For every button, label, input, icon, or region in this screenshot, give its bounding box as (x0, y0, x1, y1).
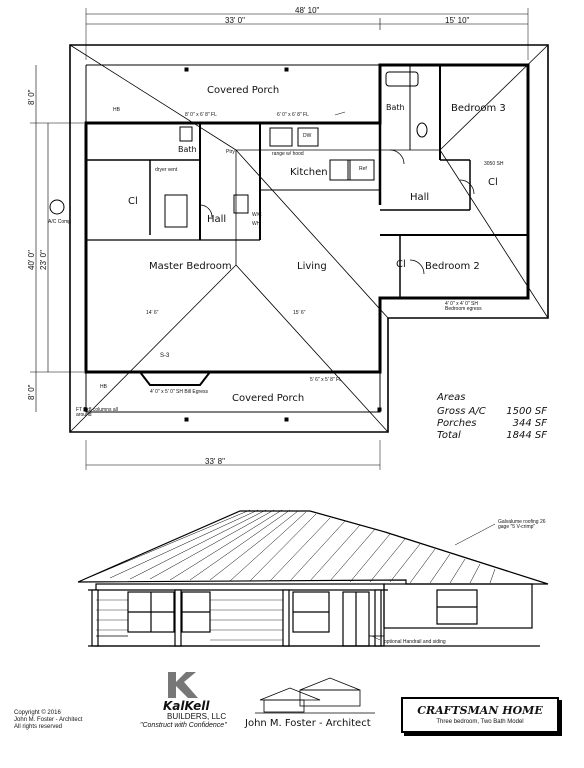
elevation-roof (77, 510, 549, 585)
room-closet-right: Cl (488, 177, 498, 188)
note-s3: S-3 (160, 353, 170, 359)
brand-name: KalKell (163, 699, 210, 713)
dim-left-side-bottom: 8' 0" (27, 384, 36, 401)
room-living: Living (297, 261, 327, 272)
dim-left-side-mid2: 23' 0" (39, 250, 48, 270)
dim-overall-top: 48' 10" (295, 6, 320, 15)
dim-left-top: 33' 0" (225, 16, 245, 25)
note-wh: WH (252, 221, 261, 227)
room-bath-left: Bath (178, 145, 197, 154)
room-covered-porch-bottom: Covered Porch (232, 393, 305, 404)
note-door-6-6: 6' 0" x 6' 8" FL (277, 112, 309, 118)
room-wic: W/C (252, 212, 262, 218)
note-ref: Ref (359, 166, 367, 172)
dim-bottom: 33' 8" (205, 457, 225, 466)
room-bedroom-3: Bedroom 3 (451, 103, 506, 114)
note-dim-15-6: 15' 6" (293, 310, 306, 316)
areas-title: Areas (437, 392, 466, 403)
subtitle-text: Three bedroom, Two Bath Model (436, 719, 524, 725)
brand-sub: BUILDERS, LLC (167, 712, 227, 721)
elevation-roof-note: Galvalume roofing 26 gage "5 V-crimp" (498, 519, 546, 530)
room-hall-right: Hall (410, 192, 430, 203)
title-text: CRAFTSMAN HOME (417, 704, 543, 717)
note-door-top: 8' 0" x 6' 8" FL (185, 112, 217, 118)
elevation-rail-note: optional Handrail and siding (384, 639, 446, 645)
room-bath-right: Bath (386, 103, 405, 112)
note-window: 3050 SH (484, 161, 504, 167)
note-hb-bottom: HB (100, 384, 107, 390)
note-door-5-6: 5' 6" x 5' 8" FL (310, 377, 342, 383)
room-pantry: Ptry (226, 149, 235, 155)
dim-left-side-mid: 40' 0" (27, 250, 36, 270)
dim-left-side-top: 8' 0" (27, 89, 36, 106)
room-closet-left: Cl (128, 196, 138, 207)
room-kitchen: Kitchen (290, 167, 328, 178)
note-dim-14-6: 14' 6" (146, 310, 159, 316)
architect-name: John M. Foster - Architect (245, 718, 371, 729)
brand-tagline: "Construct with Confidence" (140, 722, 227, 729)
note-dryer: dryer vent (155, 167, 178, 173)
note-hb-top: HB (113, 107, 120, 113)
room-master-bedroom: Master Bedroom (149, 261, 232, 272)
note-bill-egress: 4' 0" x 5' 0" SH Bill Egress (150, 389, 208, 395)
room-bedroom-2: Bedroom 2 (425, 261, 480, 272)
room-hall-left: Hall (207, 214, 227, 225)
dim-right-top: 15' 10" (445, 16, 470, 25)
note-ft-columns: FT 8x8 columns all around (76, 407, 118, 418)
note-bed-egress: 4' 0" x 4' 0" SH Bedroom egress (445, 301, 482, 312)
exterior-walls (84, 63, 530, 374)
note-dw: DW (303, 133, 312, 139)
room-closet-bed2: Cl (396, 259, 406, 270)
copyright: Copyright © 2016 John M. Foster - Archit… (14, 710, 83, 730)
note-ac-comp: A/C Comp (48, 219, 72, 225)
room-covered-porch-top: Covered Porch (207, 85, 280, 96)
note-range: range w/ hood (272, 151, 304, 157)
title-block: CRAFTSMAN HOME Three bedroom, Two Bath M… (401, 697, 559, 733)
